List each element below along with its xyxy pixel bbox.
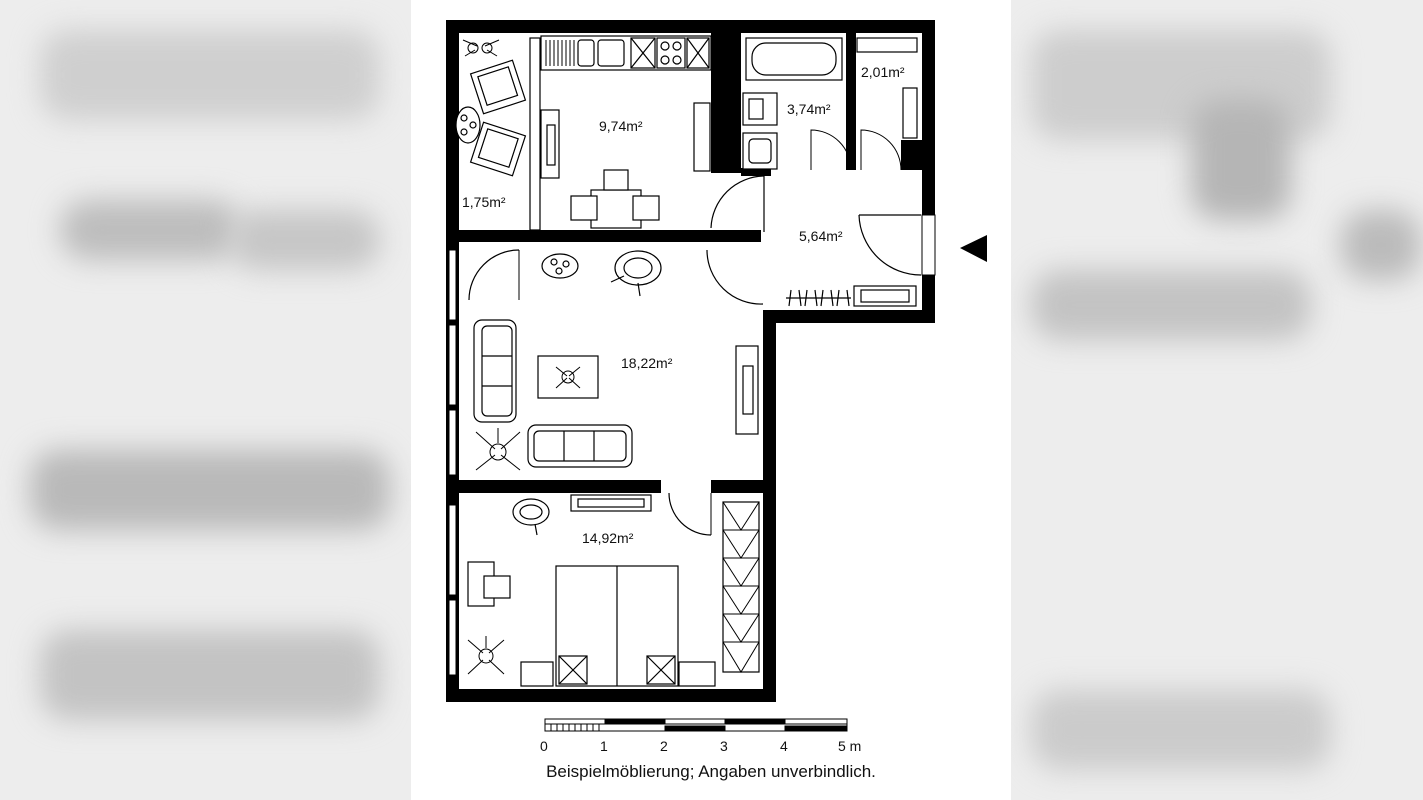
disclaimer-caption: Beispielmöblierung; Angaben unverbindlic… bbox=[546, 762, 876, 781]
room-area-bedroom: 14,92m² bbox=[582, 530, 634, 546]
floor-plan-sheet: 1,75m² 9,74m² 3,74m² 2,01m² 5,64m² 18,22… bbox=[411, 0, 1011, 800]
wc-fixtures bbox=[856, 37, 918, 171]
room-area-wc: 2,01m² bbox=[861, 64, 905, 80]
scale-tick-0: 0 bbox=[540, 738, 548, 754]
interior-walls bbox=[446, 33, 922, 493]
kitchen-fixtures bbox=[540, 35, 712, 172]
windows bbox=[448, 214, 936, 676]
floor-plan bbox=[446, 20, 987, 732]
scale-tick-3: 3 bbox=[720, 738, 728, 754]
scale-bar bbox=[544, 718, 848, 732]
plant-icon bbox=[462, 39, 500, 57]
balcony-furniture bbox=[455, 37, 560, 231]
hallway-fixtures bbox=[706, 175, 922, 307]
scale-tick-1: 1 bbox=[600, 738, 608, 754]
room-area-kitchen: 9,74m² bbox=[599, 118, 643, 134]
exterior-walls bbox=[446, 20, 935, 702]
room-area-bathroom: 3,74m² bbox=[787, 101, 831, 117]
room-area-living-room: 18,22m² bbox=[621, 355, 673, 371]
room-area-balcony: 1,75m² bbox=[462, 194, 506, 210]
room-area-hallway: 5,64m² bbox=[799, 228, 843, 244]
blurred-backdrop-left bbox=[0, 0, 411, 800]
scale-tick-2: 2 bbox=[660, 738, 668, 754]
bathroom-fixtures bbox=[742, 37, 852, 171]
plant-icon bbox=[475, 366, 581, 471]
blurred-backdrop-right bbox=[1011, 0, 1423, 800]
entrance-triangle-left-icon bbox=[960, 235, 987, 262]
living-room-furniture bbox=[468, 249, 759, 468]
scale-tick-5: 5 m bbox=[838, 738, 862, 754]
scale-tick-4: 4 bbox=[780, 738, 788, 754]
dining-set bbox=[570, 169, 660, 229]
bedroom-furniture bbox=[467, 492, 760, 687]
plant-icon bbox=[467, 636, 505, 675]
